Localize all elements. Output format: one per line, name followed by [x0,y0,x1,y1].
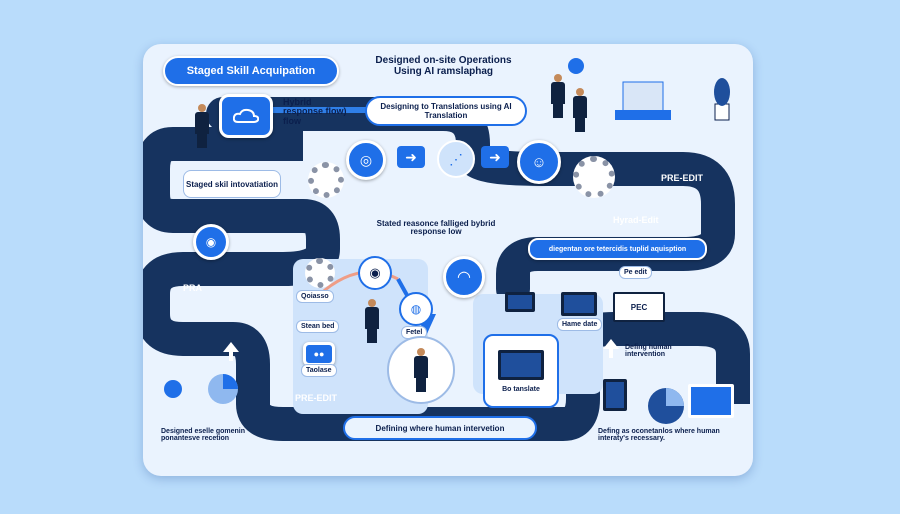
plant-icon [714,103,730,121]
pra-label: PRA [183,283,203,293]
person-center-icon [365,299,379,343]
defing-human-label: Defing human intervention [625,344,672,359]
gear-right-icon [573,156,615,198]
ai-node-icon: ◎ [346,140,386,180]
monitor-icon [505,292,535,312]
location-pin-left-icon [164,380,182,398]
defing-bottom-label: Defing as oconetanlos where human intera… [598,428,720,443]
wifi-icon: ◠ [443,256,485,298]
qoiasso-tag: Qoiasso [296,290,334,303]
stated-reasonce-label: Stated reasonce falliged bybrid response… [376,219,496,237]
arrow-up-right-icon [603,339,619,349]
gear-icon [308,162,344,198]
pre-edit-left-label: PRE-EDIT [295,393,338,403]
taolase-tag: Taolase [301,364,337,377]
target-icon: ◉ [193,224,229,260]
stean-bed-tag: Stean bed [296,320,340,333]
cloud-chat-icon [219,94,273,138]
network-node-icon: ⋰ [437,140,475,178]
hybrid-response-label: Hybrid response flow) flow [283,97,347,126]
hame-date-tag: Hame date [557,318,603,331]
diagram-board: Staged Skill Acquipation Designed on-sit… [143,44,753,476]
person-top-icon [551,74,565,118]
person-icon [195,104,209,148]
arrow-right-icon: ➜ [397,146,425,168]
diagnation-bar: diegentan ore tetercidis tuplid aquispti… [528,238,707,260]
road-left-lower [143,199,543,441]
designed-onsite-label: Designed on-site Operations Using AI ram… [375,55,512,77]
gear-small-icon [305,258,335,288]
pe-edit-tag: Pe edit [619,266,652,279]
road-left-upper [143,127,303,233]
fetel-tag: Fetel [401,326,428,339]
robot-icon: ●● [303,342,335,366]
bo-translate-card: Bo tanslate [483,334,559,408]
bo-translate-label: Bo tanslate [502,385,540,393]
arrow-right-2-icon: ➜ [481,146,509,168]
monitor-2-icon [561,292,597,316]
designing-translations-pill: Designing to Translations using AI Trans… [365,96,527,126]
monitor-bottom-icon [688,384,734,418]
pre-edit-right-label: PRE-EDIT [661,173,704,183]
eye-icon: ◉ [358,256,392,290]
arrow-up-icon [223,342,239,352]
person-featured-icon [414,348,428,392]
defining-where-pill: Defining where human intervetion [343,416,537,440]
staged-skill-bubble: Staged skil intovatiation [183,170,281,198]
location-pin-icon [568,58,584,74]
person-circle [387,336,455,404]
hyrad-edit-label: Hyrad-Edit [613,215,659,225]
monitor-card-icon [498,349,544,380]
document-icon [603,379,627,411]
staged-skill-title: Staged Skill Acquipation [163,56,339,86]
designed-bottom-label: Designed eselle gomenin ponantesve recet… [161,428,246,443]
fetel-icon: ◍ [399,292,433,326]
person-top-2-icon [573,88,587,132]
pec-screen: PEC [613,292,665,322]
ai-head-icon: ☺ [517,140,561,184]
